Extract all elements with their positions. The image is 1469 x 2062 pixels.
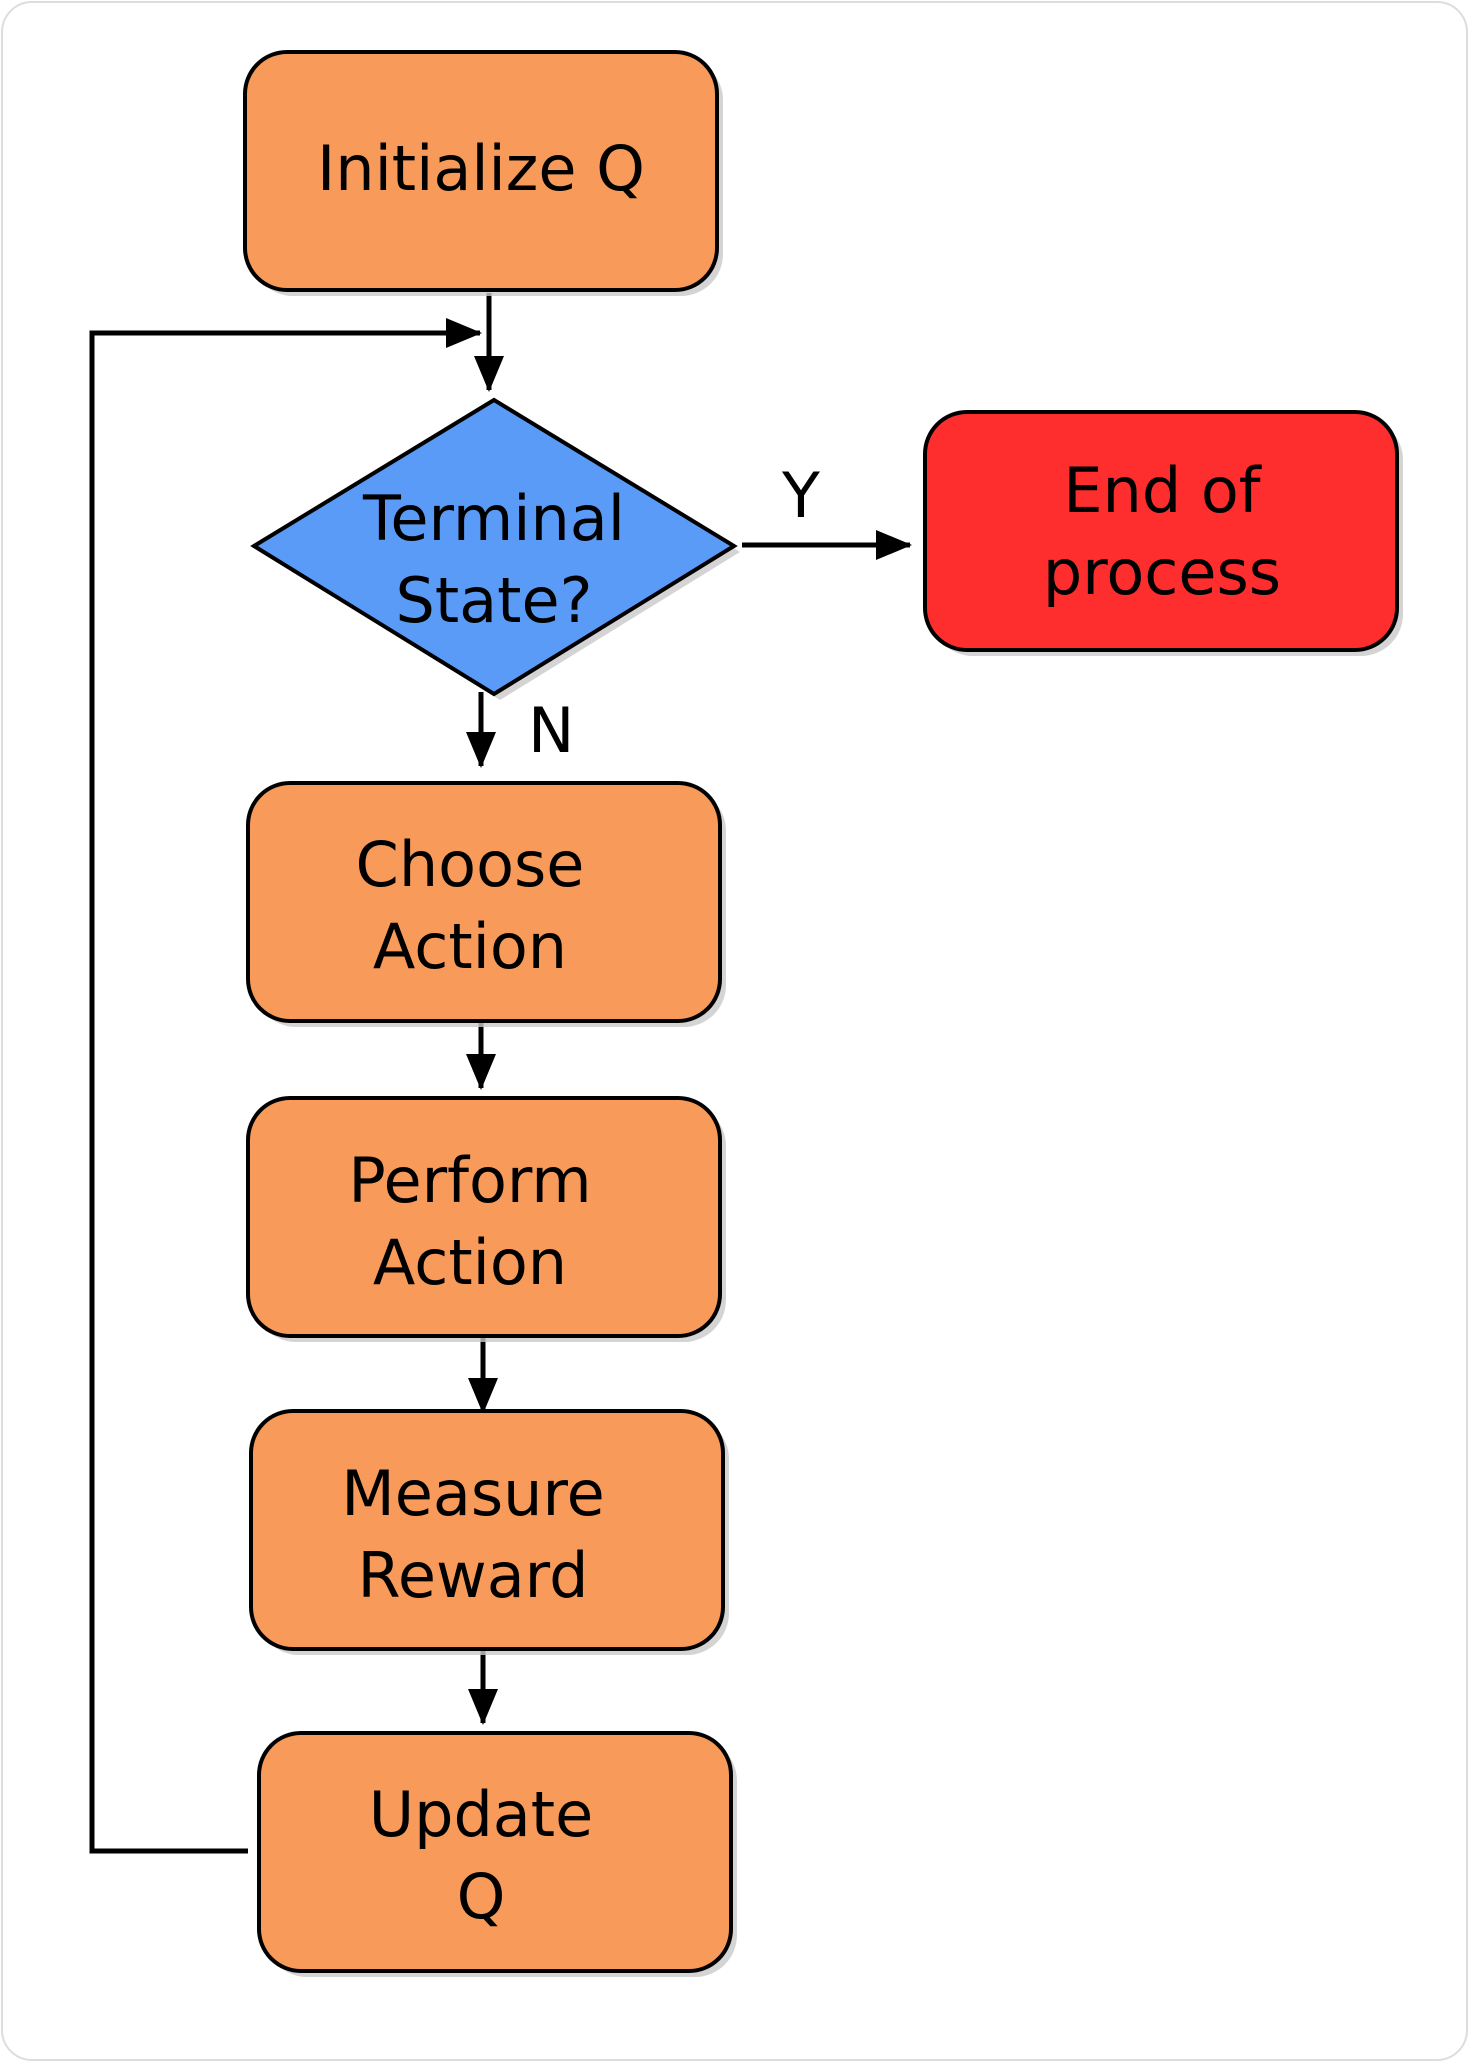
node-update-line1: Update: [369, 1778, 594, 1851]
node-decision-line1: Terminal: [362, 482, 625, 555]
node-perform-line2: Action: [373, 1226, 567, 1299]
node-choose-line1: Choose: [356, 828, 585, 901]
node-choose: Choose Action: [246, 781, 726, 1027]
node-measure-line2: Reward: [358, 1539, 589, 1612]
node-perform-line1: Perform: [348, 1144, 591, 1217]
node-measure-line1: Measure: [341, 1457, 605, 1530]
node-update-line2: Q: [457, 1860, 506, 1933]
node-choose-line2: Action: [373, 910, 567, 983]
node-end-line2: process: [1043, 536, 1281, 609]
node-measure: Measure Reward: [249, 1409, 729, 1655]
node-end-line1: End of: [1063, 454, 1262, 527]
edge-label-yes: Y: [781, 459, 820, 532]
node-perform: Perform Action: [246, 1096, 726, 1342]
node-decision: Terminal State?: [250, 397, 740, 700]
node-initialize: Initialize Q: [243, 50, 723, 296]
edge-loop-back: [89, 318, 482, 1854]
node-end: End of process: [923, 410, 1403, 656]
node-initialize-label: Initialize Q: [317, 132, 645, 205]
node-update: Update Q: [257, 1731, 737, 1977]
edge-label-no: N: [528, 694, 574, 767]
node-decision-line2: State?: [395, 564, 592, 637]
